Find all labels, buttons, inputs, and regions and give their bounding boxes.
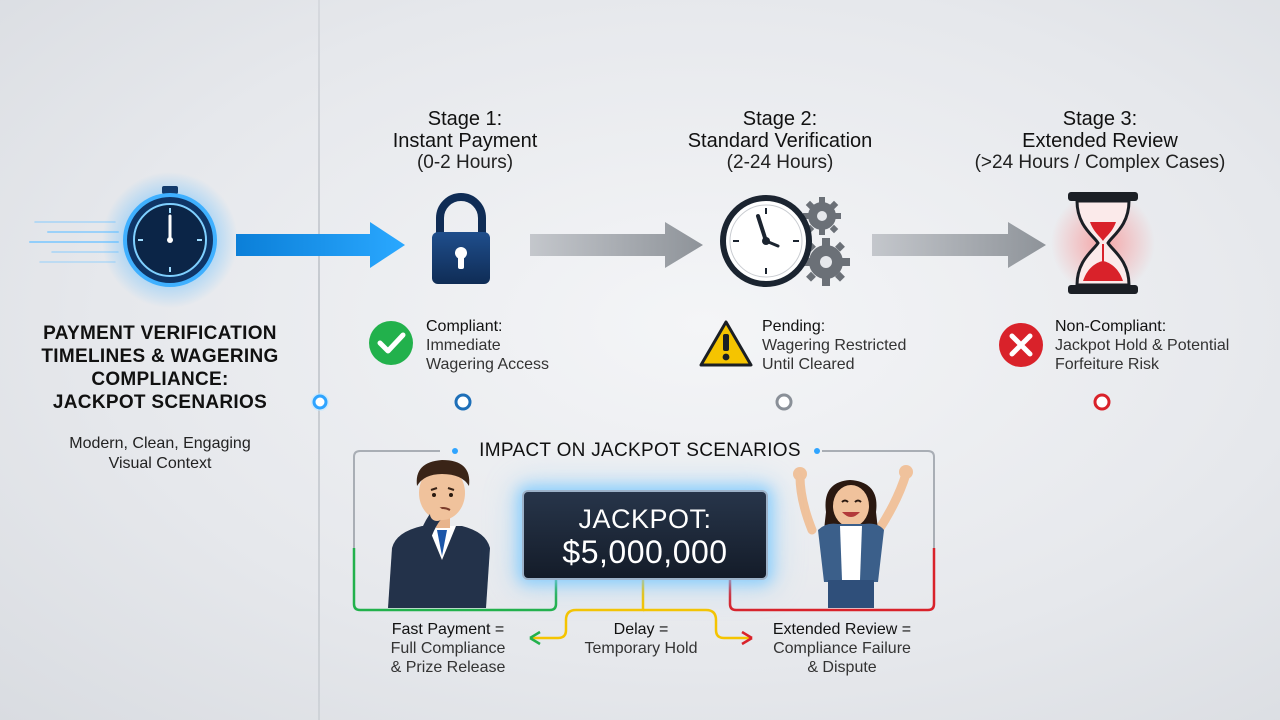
outcome-fast-payment: Fast Payment = Full Compliance & Prize R… bbox=[390, 621, 506, 676]
stage-3-name: Extended Review bbox=[1022, 130, 1178, 152]
cross-icon bbox=[999, 323, 1043, 367]
jackpot-display: JACKPOT: $5,000,000 bbox=[522, 490, 768, 580]
impact-frame bbox=[353, 450, 935, 548]
left-subtitle: Modern, Clean, Engaging Visual Context bbox=[69, 435, 251, 472]
stage-3-title: Stage 3: bbox=[1062, 108, 1138, 130]
stage-2-status: Pending: Wagering Restricted Until Clear… bbox=[762, 318, 907, 373]
stage-2-time: (2-24 Hours) bbox=[726, 152, 834, 173]
stage-1-header: Stage 1: Instant Payment (0-2 Hours) bbox=[345, 108, 585, 174]
hourglass-icon bbox=[1051, 191, 1155, 295]
stage-1-name: Instant Payment bbox=[392, 130, 538, 152]
blue-arrow bbox=[236, 222, 405, 268]
stage-2-header: Stage 2: Standard Verification (2-24 Hou… bbox=[640, 108, 920, 174]
left-title: PAYMENT VERIFICATION TIMELINES & WAGERIN… bbox=[41, 323, 279, 413]
stage-1-status: Compliant: Immediate Wagering Access bbox=[426, 318, 550, 373]
gray-arrow-1 bbox=[530, 222, 703, 268]
stage-3-header: Stage 3: Extended Review (>24 Hours / Co… bbox=[940, 108, 1260, 174]
outcome-delay: Delay = Temporary Hold bbox=[584, 621, 698, 657]
stage-2-name: Standard Verification bbox=[687, 130, 873, 152]
stage-3-time: (>24 Hours / Complex Cases) bbox=[974, 152, 1226, 173]
divider-vertical bbox=[318, 0, 320, 720]
timeline bbox=[311, 393, 1111, 411]
clock-gears-icon bbox=[720, 195, 850, 287]
celebrating-woman-icon bbox=[793, 465, 913, 608]
connector-lines bbox=[352, 548, 936, 646]
impact-title: IMPACT ON JACKPOT SCENARIOS bbox=[479, 440, 801, 461]
stopwatch-icon bbox=[102, 172, 238, 308]
worried-man-icon bbox=[388, 460, 490, 608]
stage-3-status: Non-Compliant: Jackpot Hold & Potential … bbox=[1055, 318, 1230, 373]
jackpot-label: JACKPOT: bbox=[578, 504, 712, 534]
jackpot-amount: $5,000,000 bbox=[562, 534, 728, 570]
stage-1-title: Stage 1: bbox=[427, 108, 503, 130]
outcome-extended-review: Extended Review = Compliance Failure & D… bbox=[772, 621, 912, 676]
warning-icon bbox=[699, 320, 753, 367]
padlock-icon bbox=[432, 193, 490, 284]
stage-1-time: (0-2 Hours) bbox=[416, 152, 514, 173]
checkmark-icon bbox=[369, 321, 413, 365]
gray-arrow-2 bbox=[872, 222, 1046, 268]
stage-2-title: Stage 2: bbox=[742, 108, 818, 130]
